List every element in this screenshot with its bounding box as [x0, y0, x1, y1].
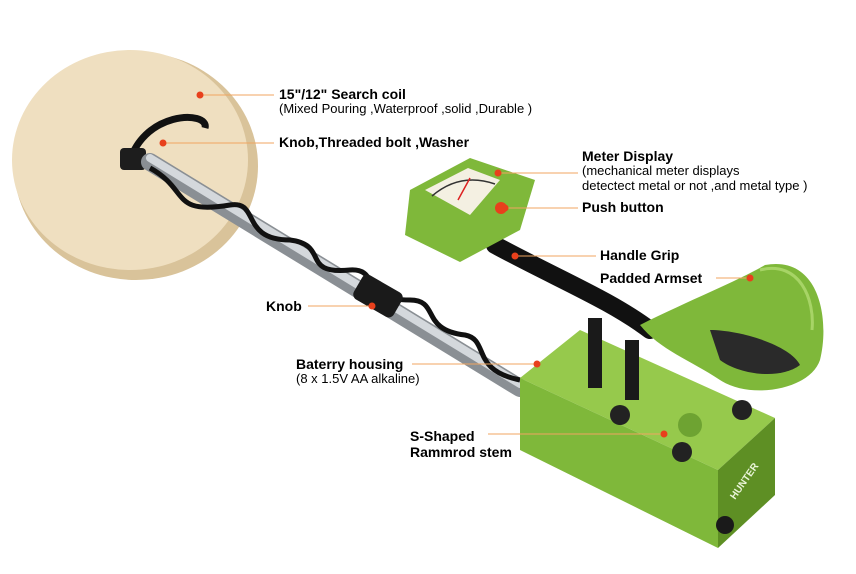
- callout-title: Baterry housing: [296, 356, 404, 372]
- callout-padded-armset: Padded Armset: [600, 270, 702, 286]
- callout-detail-2: detectect metal or not ,and metal type ): [582, 178, 808, 194]
- callout-battery-housing: Baterry housing (8 x 1.5V AA alkaline): [296, 356, 420, 387]
- callout-title: Knob: [266, 298, 302, 314]
- dot-meter: [494, 169, 502, 177]
- callout-meter-display: Meter Display (mechanical meter displays…: [582, 148, 807, 194]
- callout-title: Knob,Threaded bolt ,Washer: [279, 134, 470, 150]
- meter-display: [405, 158, 535, 262]
- search-coil: [12, 50, 258, 280]
- control-box: [520, 330, 775, 548]
- shaft-knob: [353, 274, 403, 318]
- dot-knob: [368, 302, 376, 310]
- padded-armset: [640, 263, 824, 391]
- dial-knob-2: [672, 442, 692, 462]
- callout-leaders: [163, 94, 750, 435]
- callout-title: Meter Display: [582, 148, 674, 164]
- callout-search-coil: 15"/12" Search coil (Mixed Pouring ,Wate…: [279, 86, 532, 117]
- dial-knob-1: [610, 405, 630, 425]
- callout-title: 15"/12" Search coil: [279, 86, 406, 102]
- dot-handle-grip: [511, 252, 519, 260]
- dot-push-button: [501, 204, 509, 212]
- callout-detail: (8 x 1.5V AA alkaline): [296, 371, 420, 387]
- dial-knob-3: [732, 400, 752, 420]
- callout-detail: (Mixed Pouring ,Waterproof ,solid ,Durab…: [279, 101, 533, 117]
- callout-title: Push button: [582, 199, 664, 215]
- callout-title: Handle Grip: [600, 247, 680, 263]
- dot-armset: [746, 274, 754, 282]
- dot-search-coil: [196, 91, 204, 99]
- callout-handle-grip: Handle Grip: [600, 247, 679, 263]
- callout-push-button: Push button: [582, 199, 664, 215]
- callout-s-stem: S-Shaped Rammrod stem: [410, 428, 512, 460]
- callout-title: Padded Armset: [600, 270, 703, 286]
- callout-knob-bolt: Knob,Threaded bolt ,Washer: [279, 134, 469, 150]
- dot-stem: [660, 430, 668, 438]
- callout-title-1: S-Shaped: [410, 428, 475, 444]
- dot-knob-bolt: [159, 139, 167, 147]
- coiled-cable: [148, 165, 521, 383]
- speaker-grille: [678, 413, 702, 437]
- callout-detail-1: (mechanical meter displays: [582, 163, 740, 179]
- coil-bracket: [120, 148, 146, 170]
- dot-battery: [533, 360, 541, 368]
- bottom-foot: [716, 516, 734, 534]
- callout-knob: Knob: [266, 298, 302, 314]
- callout-title-2: Rammrod stem: [410, 444, 512, 461]
- callout-dots: [159, 91, 754, 438]
